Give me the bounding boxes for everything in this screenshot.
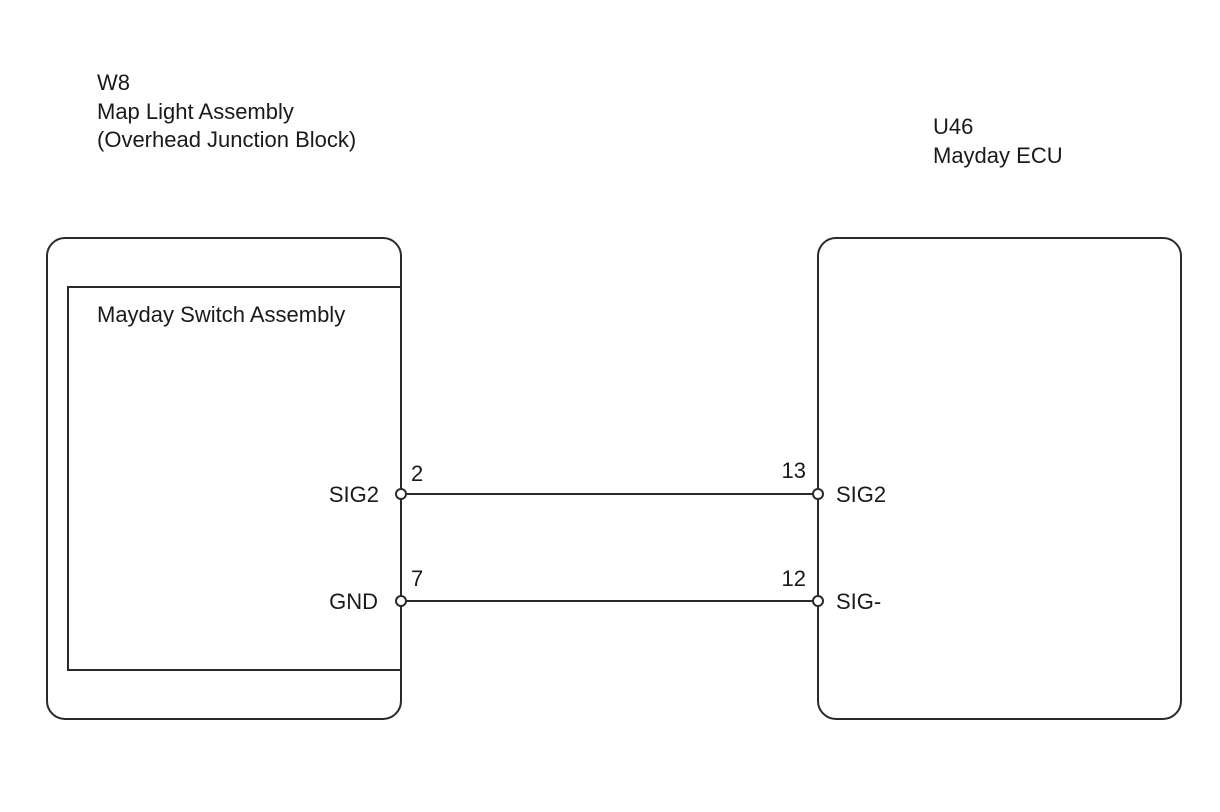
right-pin-number: 12 bbox=[782, 566, 806, 591]
right-pin-signal: SIG2 bbox=[836, 482, 886, 507]
right-terminal-12 bbox=[812, 595, 824, 607]
left-component-labels: W8 Map Light Assembly (Overhead Junction… bbox=[97, 70, 356, 152]
left-component-code: W8 bbox=[97, 70, 130, 95]
right-pin-signal: SIG- bbox=[836, 589, 881, 614]
left-pin-number: 7 bbox=[411, 566, 423, 591]
inner-component-name: Mayday Switch Assembly bbox=[97, 302, 345, 327]
right-component-labels: U46 Mayday ECU bbox=[933, 114, 1063, 168]
left-terminal-7 bbox=[395, 595, 407, 607]
left-pin-number: 2 bbox=[411, 461, 423, 486]
right-component-name: Mayday ECU bbox=[933, 143, 1063, 168]
right-component-code: U46 bbox=[933, 114, 973, 139]
right-pin-number: 13 bbox=[782, 458, 806, 483]
left-terminal-2 bbox=[395, 488, 407, 500]
left-pin-signal: GND bbox=[329, 589, 378, 614]
mayday-ecu-box bbox=[817, 237, 1182, 720]
left-pin-signal: SIG2 bbox=[329, 482, 379, 507]
left-component-subtitle: (Overhead Junction Block) bbox=[97, 127, 356, 152]
right-terminal-13 bbox=[812, 488, 824, 500]
left-component-name: Map Light Assembly bbox=[97, 99, 294, 124]
mayday-switch-assembly-box bbox=[67, 286, 402, 671]
